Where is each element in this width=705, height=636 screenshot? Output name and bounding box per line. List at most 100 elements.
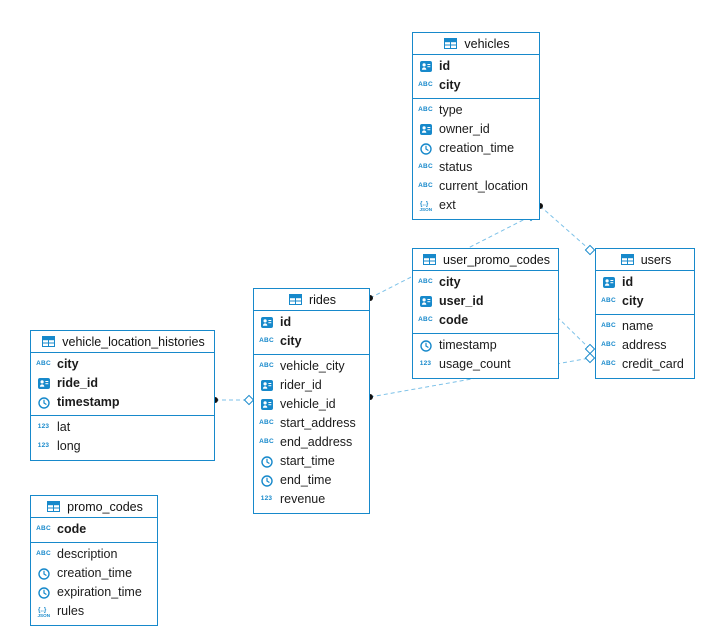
column-name: usage_count: [439, 357, 511, 372]
clock-icon: [35, 586, 52, 599]
abc-string-icon: ABC: [601, 360, 616, 368]
table-header[interactable]: rides: [254, 289, 369, 311]
column-name: timestamp: [439, 338, 497, 353]
column-row: ABC city: [596, 292, 694, 311]
column-name: vehicle_id: [280, 397, 336, 412]
table-header[interactable]: users: [596, 249, 694, 271]
column-row: vehicle_id: [254, 395, 369, 414]
numeric-123-icon: 123: [260, 495, 273, 503]
column-name: long: [57, 439, 81, 454]
column-name: creation_time: [439, 141, 515, 156]
abc-string-icon: ABC: [418, 163, 433, 171]
table-header[interactable]: vehicle_location_histories: [31, 331, 214, 353]
abc-string-icon: ABC: [259, 419, 274, 427]
column-name: id: [622, 275, 634, 290]
column-name: ext: [439, 198, 456, 213]
column-name: timestamp: [57, 395, 120, 410]
column-name: code: [57, 522, 87, 537]
table-icon: [40, 336, 57, 347]
numeric-123-icon: 123: [37, 423, 50, 431]
abc-string-icon: ABC: [36, 360, 51, 368]
column-name: city: [622, 294, 644, 309]
column-row: rider_id: [254, 376, 369, 395]
column-name: credit_card: [622, 357, 684, 372]
table-header[interactable]: user_promo_codes: [413, 249, 559, 271]
person-id-icon: [600, 277, 617, 288]
abc-string-icon: ABC: [601, 297, 616, 305]
table-title: promo_codes: [67, 499, 143, 514]
svg-text:{..}: {..}: [420, 200, 429, 207]
table-title: user_promo_codes: [443, 252, 551, 267]
svg-text:{..}: {..}: [38, 606, 47, 613]
column-row: end_time: [254, 471, 369, 490]
column-name: current_location: [439, 179, 528, 194]
column-name: code: [439, 313, 469, 328]
table-icon: [287, 294, 304, 305]
column-name: owner_id: [439, 122, 490, 137]
table-header[interactable]: vehicles: [413, 33, 539, 55]
table-icon: [421, 254, 438, 265]
clock-icon: [35, 567, 52, 580]
person-id-icon: [258, 399, 275, 410]
abc-string-icon: ABC: [601, 322, 616, 330]
table-header[interactable]: promo_codes: [31, 496, 157, 518]
column-row: owner_id: [413, 120, 539, 139]
column-name: status: [439, 160, 473, 175]
column-name: start_time: [280, 454, 335, 469]
table-title: vehicle_location_histories: [62, 334, 205, 349]
column-name: city: [57, 357, 79, 372]
clock-icon: [35, 396, 52, 409]
relationship-edge-vehicles-to-users[interactable]: [539, 205, 591, 251]
column-name: user_id: [439, 294, 484, 309]
column-name: city: [439, 78, 461, 93]
column-name: description: [57, 547, 118, 562]
relationship-edge-rides-to-users[interactable]: [369, 357, 591, 398]
person-id-icon: [417, 124, 434, 135]
column-row: ABC city: [31, 355, 214, 374]
column-name: city: [280, 334, 302, 349]
clock-icon: [258, 474, 275, 487]
abc-string-icon: ABC: [259, 362, 274, 370]
edge-endpoint-diamond: [584, 343, 596, 355]
edge-endpoint-diamond: [584, 244, 596, 256]
person-id-icon: [258, 317, 275, 328]
column-row: id: [413, 57, 539, 76]
edge-endpoint-diamond: [243, 394, 255, 406]
column-name: expiration_time: [57, 585, 142, 600]
table-title: rides: [308, 292, 337, 307]
relationship-edge-rides-to-vehicles[interactable]: [369, 215, 532, 299]
table-icon: [619, 254, 636, 265]
table-title: vehicles: [464, 36, 510, 51]
column-name: start_address: [280, 416, 356, 431]
column-row: ride_id: [31, 374, 214, 393]
column-name: type: [439, 103, 463, 118]
json-icon: {..}JSON: [35, 606, 52, 617]
person-id-icon: [417, 296, 434, 307]
abc-string-icon: ABC: [259, 438, 274, 446]
column-name: id: [280, 315, 292, 330]
column-row: start_time: [254, 452, 369, 471]
